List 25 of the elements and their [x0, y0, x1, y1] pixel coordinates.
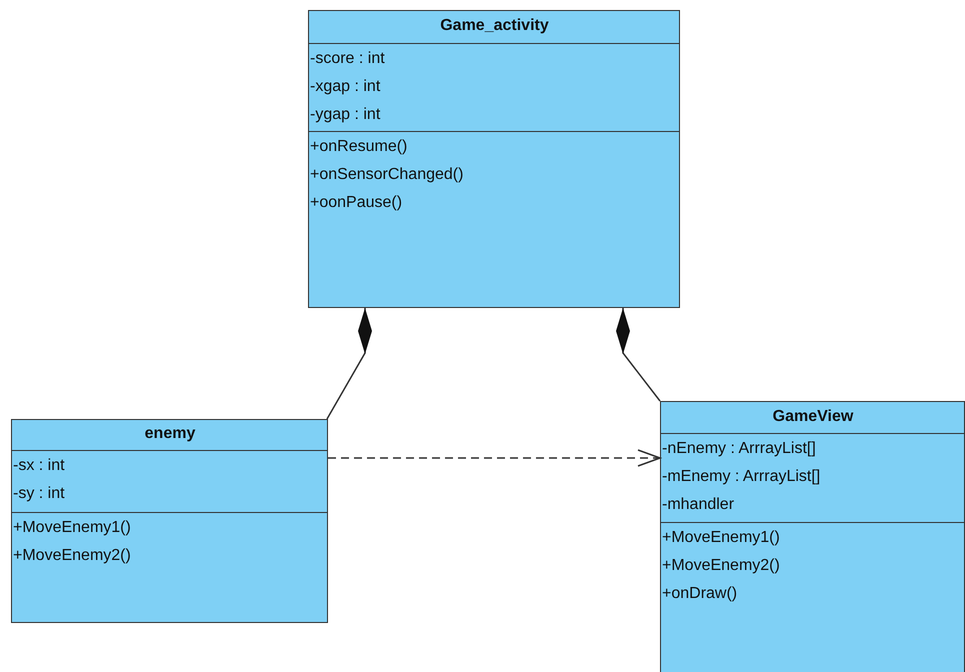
attribute-text: -score : int [309, 49, 386, 69]
class-name: GameView [772, 407, 854, 427]
composition-line [616, 308, 661, 402]
method-text: +onResume() [309, 137, 408, 157]
method-text: +MoveEnemy1() [12, 518, 132, 538]
method-text: +onDraw() [661, 584, 738, 604]
attribute-text: -sy : int [12, 484, 66, 504]
class-name: Game_activity [439, 16, 550, 36]
attribute-text: -mEnemy : ArrrayList[] [661, 467, 822, 487]
attribute-text: -mhandler [661, 495, 736, 515]
attribute-text: -sx : int [12, 456, 66, 476]
class-box [308, 10, 680, 308]
composition-line [326, 308, 372, 420]
class-name: enemy [144, 424, 196, 444]
attribute-text: -ygap : int [309, 105, 382, 125]
class-box [660, 401, 965, 672]
method-text: +MoveEnemy1() [661, 528, 781, 548]
dependency-arrow [328, 449, 661, 467]
method-text: +oonPause() [309, 193, 404, 213]
attribute-text: -nEnemy : ArrrayList[] [661, 439, 817, 459]
class-box [11, 419, 328, 623]
method-text: +MoveEnemy2() [12, 546, 132, 566]
method-text: +MoveEnemy2() [661, 556, 781, 576]
method-text: +onSensorChanged() [309, 165, 464, 185]
attribute-text: -xgap : int [309, 77, 382, 97]
